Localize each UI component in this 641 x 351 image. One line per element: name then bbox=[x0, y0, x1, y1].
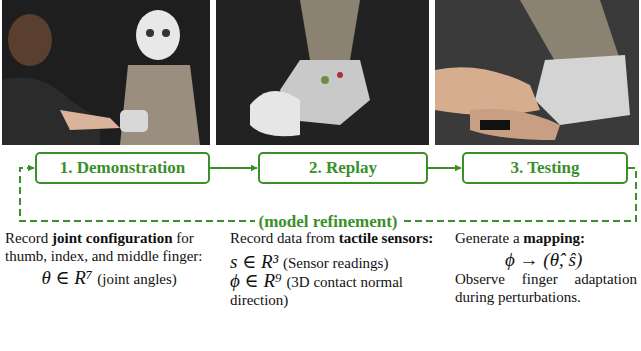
human-hand bbox=[470, 109, 560, 140]
math-expression: ϕ ∈ R⁹ bbox=[230, 270, 282, 291]
photo-demonstration bbox=[2, 0, 210, 145]
math-expression: s ∈ R³ bbox=[230, 251, 278, 272]
step-box: 1. Demonstration bbox=[35, 152, 210, 184]
robot-hand bbox=[535, 55, 630, 125]
person-arm bbox=[60, 110, 120, 130]
step-title: 1. Demonstration bbox=[60, 157, 186, 179]
person-head bbox=[8, 14, 52, 66]
description-text: joint configuration bbox=[52, 230, 172, 246]
description-text: Record bbox=[5, 230, 48, 246]
description-column: Generate amapping: ϕ → (θ̂, ŝ)Observe fin… bbox=[455, 229, 637, 306]
hand-part bbox=[321, 76, 329, 84]
description-row: Recordjoint configurationfor thumb, inde… bbox=[5, 229, 217, 265]
description-text: (Sensor readings) bbox=[283, 255, 388, 271]
step-box: 2. Replay bbox=[258, 152, 428, 184]
step-title: 3. Testing bbox=[511, 157, 580, 179]
description-row: θ ∈ R⁷ (joint angles) bbox=[5, 269, 217, 288]
description-text: mapping: bbox=[523, 230, 585, 246]
human-hand bbox=[435, 67, 540, 115]
description-row: Generate amapping: bbox=[455, 229, 637, 247]
description-row: Observe finger adaptation during perturb… bbox=[455, 270, 637, 306]
robot-forearm bbox=[300, 0, 360, 60]
step-box: 3. Testing bbox=[462, 152, 628, 184]
flow-arrow bbox=[210, 167, 257, 169]
robot-eye bbox=[162, 29, 170, 37]
description-column: Record data fromtactile sensors: s ∈ R³ (S… bbox=[230, 229, 445, 309]
robot-head bbox=[136, 10, 180, 60]
description-text: (joint angles) bbox=[97, 271, 177, 287]
description-text: Record data from bbox=[230, 230, 335, 246]
edge-label: (model refinement) bbox=[255, 212, 402, 232]
tactile-fingertip bbox=[250, 91, 300, 136]
robot-eye bbox=[146, 29, 154, 37]
description-row: s ∈ R³ (Sensor readings) bbox=[230, 253, 445, 272]
hand-part bbox=[337, 72, 343, 78]
description-row: ϕ ∈ R⁹(3D contact normal direction) bbox=[230, 272, 445, 309]
description-row: ϕ → (θ̂, ŝ) bbox=[455, 251, 637, 270]
description-row: Record data fromtactile sensors: bbox=[230, 229, 445, 247]
robot-torso bbox=[120, 65, 200, 145]
description-text: Generate a bbox=[455, 230, 520, 246]
flow-arrow bbox=[428, 167, 461, 169]
description-text: Observe finger adaptation during perturb… bbox=[455, 271, 637, 305]
step-title: 2. Replay bbox=[309, 157, 377, 179]
photo-replay bbox=[216, 0, 429, 145]
description-column: Recordjoint configurationfor thumb, inde… bbox=[5, 229, 217, 288]
wristband bbox=[480, 120, 510, 130]
math-expression: θ ∈ R⁷ bbox=[41, 267, 92, 288]
robot-hand bbox=[120, 110, 148, 132]
person-body bbox=[2, 78, 100, 146]
description-text: tactile sensors: bbox=[339, 230, 434, 246]
photo-testing bbox=[435, 0, 639, 145]
math-expression: ϕ → (θ̂, ŝ) bbox=[505, 249, 582, 270]
